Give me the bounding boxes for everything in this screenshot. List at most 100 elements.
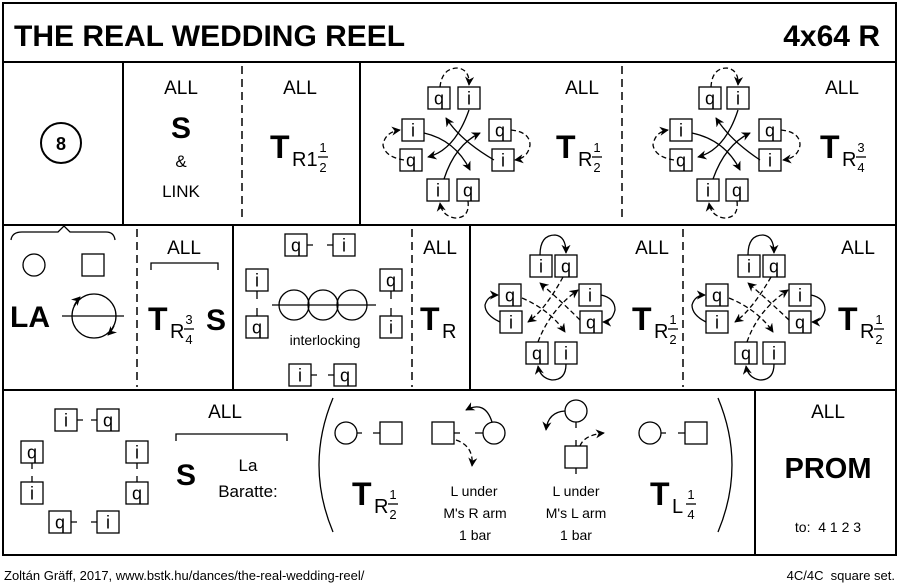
man-marker: [788, 310, 812, 334]
man-marker: [579, 310, 603, 334]
arrow-icon: [527, 276, 564, 323]
hand-label: R: [578, 149, 592, 171]
who-label: ALL: [825, 78, 859, 99]
dancer-number: q: [561, 257, 571, 277]
arrow-icon: [537, 289, 579, 343]
man-marker: [427, 86, 451, 110]
woman-icon: [564, 399, 588, 423]
dancer-number: q: [132, 484, 142, 504]
arrow-icon: [423, 132, 471, 171]
arrow-icon: [697, 109, 739, 160]
fraction-denominator: 2: [593, 160, 600, 175]
dancer-number: i: [30, 484, 34, 504]
fraction-denominator: 2: [875, 332, 882, 347]
end-order: to: 4 1 2 3: [795, 519, 861, 535]
figure-label: PROM: [785, 453, 872, 485]
dancer-number: i: [389, 318, 393, 338]
fraction-denominator: 2: [319, 160, 326, 175]
man-marker: [734, 341, 758, 365]
figure-label: LINK: [162, 182, 200, 201]
fraction-numerator: 1: [687, 487, 694, 502]
dancer-number: q: [705, 89, 715, 109]
outer-frame: [2, 2, 897, 556]
arrow-icon: [579, 429, 605, 447]
bracket: [150, 262, 219, 270]
turn-letter: T: [420, 301, 440, 337]
who-label: ALL: [283, 78, 317, 99]
man-marker: [737, 254, 761, 278]
dancer-number: i: [436, 181, 440, 201]
arrow-icon: [715, 117, 761, 161]
arrow-icon: [443, 132, 481, 180]
dancer-number: q: [712, 286, 722, 306]
dancer-number: i: [772, 344, 776, 364]
fraction-numerator: 1: [389, 487, 396, 502]
arrow-icon: [436, 200, 469, 219]
turn-letter: T: [632, 301, 652, 337]
caption: interlocking: [290, 332, 361, 348]
instruction: L under: [451, 483, 498, 499]
man-marker: [401, 118, 425, 142]
turn-letter: T: [556, 129, 576, 165]
man-marker: [457, 86, 481, 110]
man-icon: [684, 421, 708, 445]
fraction-numerator: 3: [857, 140, 864, 155]
fraction-denominator: 2: [669, 332, 676, 347]
woman-icon: [638, 421, 662, 445]
arrow-icon: [810, 294, 826, 327]
who-label: ALL: [167, 238, 201, 259]
arrow-icon: [427, 109, 470, 160]
turn-letter: T: [270, 129, 290, 165]
reel-loop: [278, 289, 310, 321]
arrow-icon: [710, 67, 744, 88]
instruction: 1 bar: [560, 527, 592, 543]
arrow-icon: [652, 126, 675, 161]
dancer-number: i: [106, 513, 110, 533]
man-marker: [498, 283, 522, 307]
dancer-number: i: [715, 313, 719, 333]
instruction: 1 bar: [459, 527, 491, 543]
dancer-number: q: [505, 286, 515, 306]
man-marker: [529, 254, 553, 278]
turn-letter: T: [352, 476, 372, 512]
man-icon: [379, 421, 403, 445]
hand-link: [31, 419, 138, 523]
man-marker: [669, 118, 693, 142]
dance-meta: 4x64 R: [783, 20, 880, 53]
arrow-icon: [510, 129, 531, 164]
dancer-number: q: [103, 411, 113, 431]
arrow-icon: [712, 132, 751, 180]
arrow-icon: [534, 363, 567, 381]
figure-name: Baratte:: [218, 482, 278, 501]
woman-icon: [22, 253, 46, 277]
arrow-icon: [539, 234, 571, 256]
dancer-number: q: [495, 121, 505, 141]
hand-label: R: [654, 321, 668, 343]
dancer-number: i: [501, 151, 505, 171]
hand-label: R: [842, 149, 856, 171]
dancer-number: i: [736, 89, 740, 109]
reel-loop: [336, 289, 368, 321]
turn-letter: T: [650, 476, 670, 512]
arrow-icon: [746, 289, 789, 343]
hand-label: R: [374, 496, 388, 518]
dancer-number: i: [798, 286, 802, 306]
dancer-number: q: [765, 121, 775, 141]
figure-label: S: [171, 112, 191, 145]
dancer-number: i: [255, 271, 259, 291]
who-label: ALL: [208, 402, 242, 423]
hand-label: R1: [292, 149, 318, 171]
dancer-number: q: [463, 181, 473, 201]
who-label: ALL: [841, 238, 875, 259]
instruction: L under: [553, 483, 600, 499]
dancer-number: i: [588, 286, 592, 306]
dancer-number: i: [135, 443, 139, 463]
bars-circle: [40, 122, 82, 164]
